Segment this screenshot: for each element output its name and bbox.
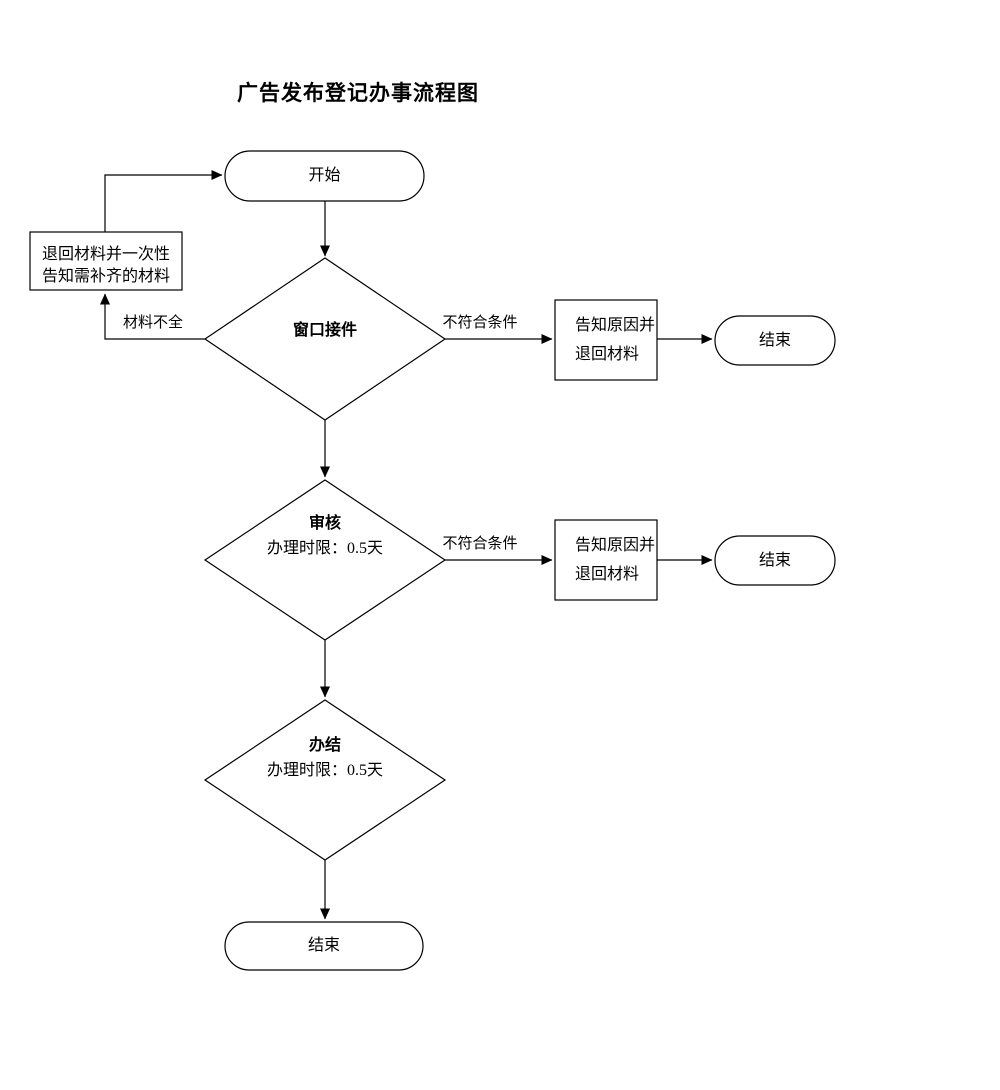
reject-box-1-text: 告知原因并 退回材料: [575, 311, 657, 369]
end-1-terminator-shape: [714, 315, 836, 366]
edge-label-not-meet-conditions-1: 不符合条件: [442, 315, 518, 331]
review-diamond-sublabel: 办理时限：0.5天: [266, 540, 383, 557]
reject-box-2-line2: 退回材料: [575, 566, 640, 583]
end-2-terminator-label: 结束: [758, 552, 791, 569]
start-terminator-shape: [224, 150, 425, 202]
review-diamond-text: 审核 办理时限：0.5天: [225, 511, 425, 561]
edge-label-materials-incomplete: 材料不全: [122, 315, 183, 331]
supplement-box-text: 退回材料并一次性 告知需补齐的材料: [30, 244, 182, 288]
supplement-box-line1: 退回材料并一次性: [41, 246, 170, 263]
end-final-terminator-shape: [224, 921, 424, 971]
end-2-terminator-shape: [714, 535, 836, 586]
reject-box-2-shape: [554, 519, 658, 601]
reject-box-1-shape: [554, 299, 658, 381]
complete-diamond-label: 办结: [308, 737, 341, 754]
edge-window-accept-to-supplement-box: [100, 293, 205, 340]
reject-box-2-line1: 告知原因并: [575, 537, 656, 554]
end-final-terminator-label: 结束: [307, 937, 340, 954]
complete-diamond-sublabel: 办理时限：0.5天: [266, 762, 383, 779]
reject-box-2-text: 告知原因并 退回材料: [575, 531, 657, 589]
review-diamond-label: 审核: [308, 515, 341, 532]
review-diamond-shape: [203, 479, 447, 641]
reject-box-1-line2: 退回材料: [575, 346, 640, 363]
reject-box-1-line1: 告知原因并: [575, 317, 656, 334]
supplement-box-line2: 告知需补齐的材料: [41, 268, 170, 285]
edge-label-not-meet-conditions-2: 不符合条件: [442, 536, 518, 552]
complete-diamond-text: 办结 办理时限：0.5天: [225, 733, 425, 783]
supplement-box-shape: [29, 231, 183, 291]
page-title: 广告发布登记办事流程图: [237, 81, 479, 105]
start-terminator-label: 开始: [308, 167, 341, 184]
end-1-terminator-label: 结束: [758, 332, 791, 349]
window-accept-diamond-label: 窗口接件: [292, 322, 357, 339]
edge-supplement-box-to-start: [104, 170, 223, 232]
complete-diamond-shape: [203, 699, 447, 861]
window-accept-diamond-shape: [203, 257, 447, 421]
